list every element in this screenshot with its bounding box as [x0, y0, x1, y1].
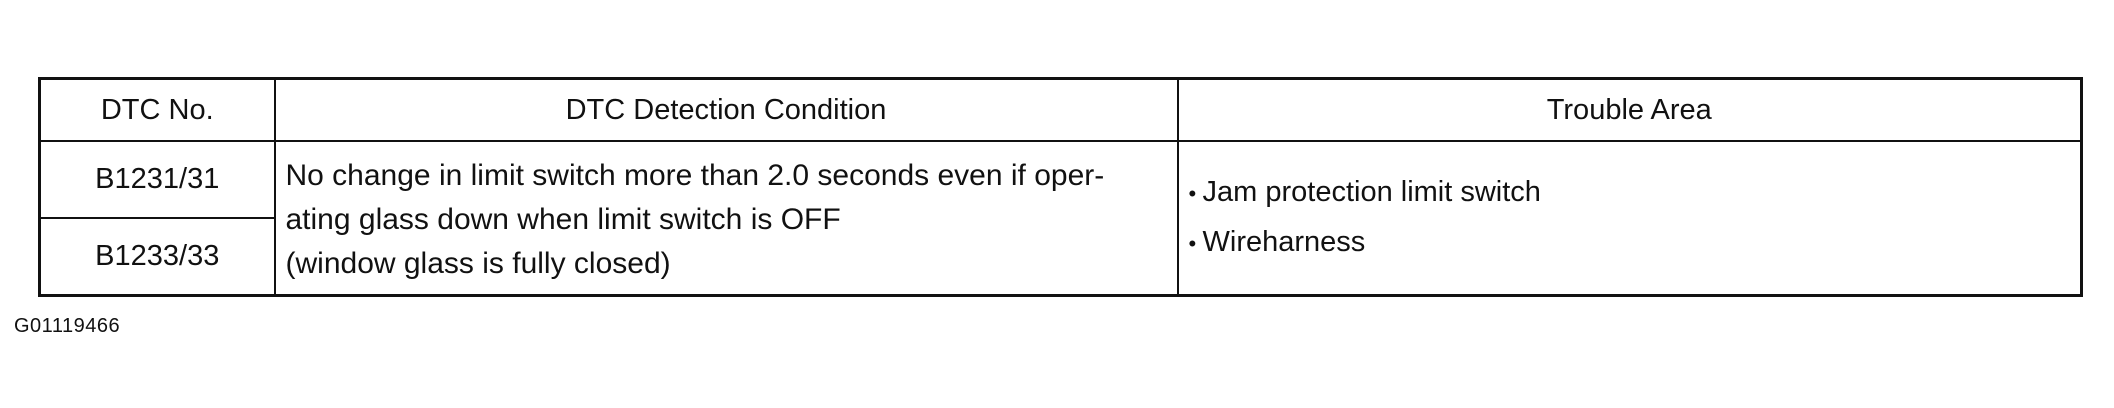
bullet-icon: •	[1188, 231, 1197, 256]
header-detection-condition: DTC Detection Condition	[273, 77, 1179, 142]
dtc-code-cell: B1233/33	[38, 217, 276, 297]
figure-id: G01119466	[14, 315, 121, 337]
trouble-area-cell: •Jam protection limit switch •Wireharnes…	[1176, 140, 2083, 297]
condition-line: No change in limit switch more than 2.0 …	[285, 159, 1105, 192]
dtc-table: DTC No. DTC Detection Condition Trouble …	[38, 77, 2083, 297]
table-header-row: DTC No. DTC Detection Condition Trouble …	[38, 77, 2083, 142]
trouble-area-item: •Wireharness	[1189, 218, 2081, 268]
bullet-icon: •	[1188, 181, 1197, 206]
trouble-area-label: Wireharness	[1202, 226, 1366, 258]
header-dtc-no: DTC No.	[38, 77, 276, 142]
detection-condition-cell: No change in limit switch more than 2.0 …	[273, 140, 1179, 297]
trouble-area-item: •Jam protection limit switch	[1189, 168, 2081, 218]
table-row: B1231/31 No change in limit switch more …	[38, 140, 2083, 297]
table-row: B1233/33	[38, 217, 2082, 297]
condition-line: (window glass is fully closed)	[285, 247, 671, 280]
header-trouble-area: Trouble Area	[1176, 77, 2083, 142]
condition-line: ating glass down when limit switch is OF…	[285, 203, 841, 236]
trouble-area-label: Jam protection limit switch	[1202, 176, 1541, 208]
dtc-code-cell: B1231/31	[38, 140, 276, 219]
